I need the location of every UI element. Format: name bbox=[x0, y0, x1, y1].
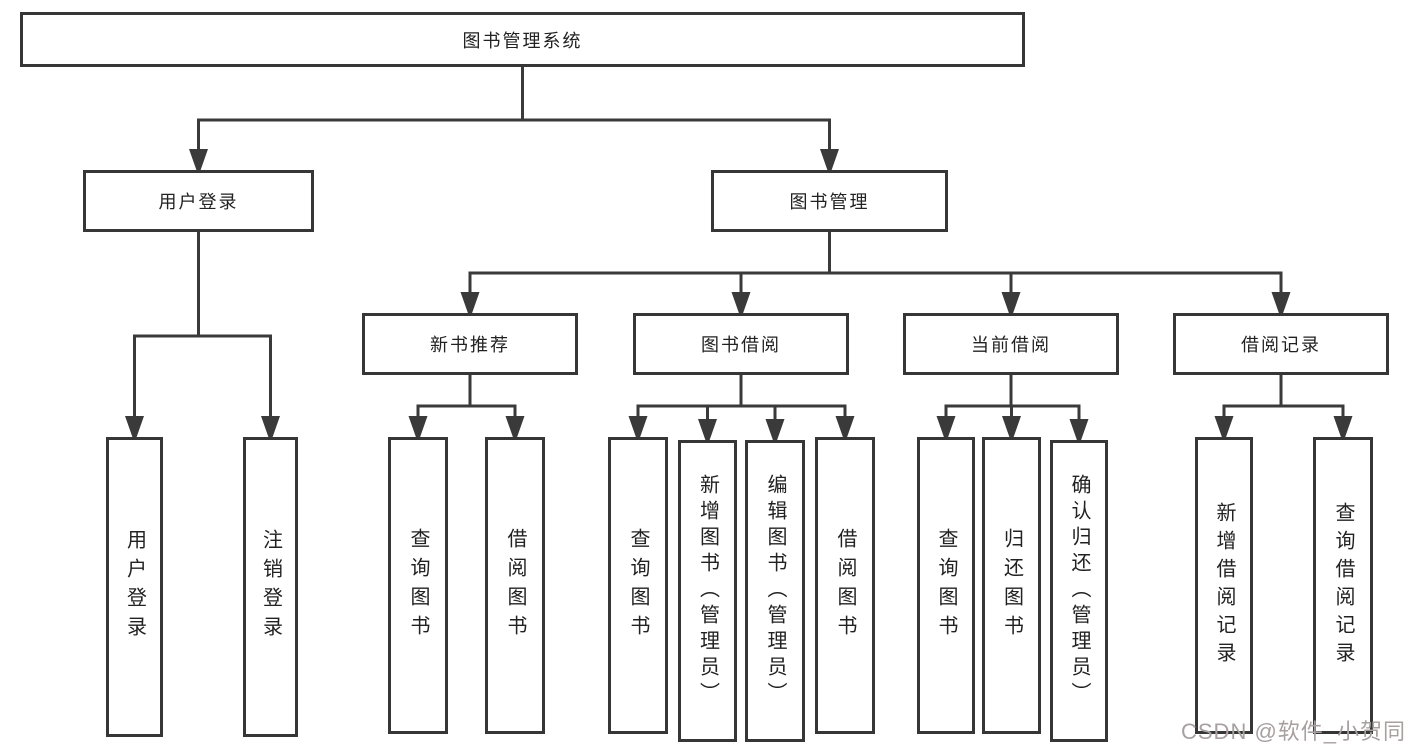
node-book-management: 图书管理 bbox=[711, 170, 948, 232]
leaf-current-query-book: 查询图书 bbox=[917, 437, 975, 734]
leaf-logout: 注销登录 bbox=[243, 437, 298, 737]
node-root-library-system: 图书管理系统 bbox=[20, 12, 1025, 67]
leaf-record-query-borrow-record: 查询借阅记录 bbox=[1313, 437, 1373, 734]
leaf-current-confirm-return-admin: 确认归还（管理员） bbox=[1050, 440, 1108, 742]
leaf-borrowing-edit-book-admin: 编辑图书（管理员） bbox=[745, 440, 805, 742]
leaf-current-return-book: 归还图书 bbox=[982, 437, 1041, 734]
leaf-record-add-borrow-record: 新增借阅记录 bbox=[1195, 437, 1253, 734]
connector-bookborrow-group bbox=[636, 375, 847, 442]
connector-borrowrecord-group bbox=[1222, 375, 1345, 439]
connector-userlogin-group bbox=[133, 232, 272, 439]
connector-currentborrow-group bbox=[944, 375, 1081, 442]
csdn-watermark: CSDN @软件_小贺同学 bbox=[1181, 719, 1405, 744]
leaf-newbook-borrow-book: 借阅图书 bbox=[485, 437, 545, 734]
node-borrowing-records: 借阅记录 bbox=[1173, 313, 1389, 375]
node-current-borrowing: 当前借阅 bbox=[903, 313, 1119, 375]
leaf-newbook-query-book: 查询图书 bbox=[388, 437, 448, 734]
leaf-user-login: 用户登录 bbox=[106, 437, 163, 737]
connector-bookmgmt-to-level3 bbox=[468, 232, 1283, 315]
leaf-borrowing-borrow-book: 借阅图书 bbox=[815, 437, 875, 734]
leaf-borrowing-query-book: 查询图书 bbox=[608, 437, 668, 734]
node-new-book-recommend: 新书推荐 bbox=[362, 313, 578, 375]
connector-newbook-group bbox=[416, 375, 517, 439]
node-book-borrowing: 图书借阅 bbox=[633, 313, 849, 375]
connector-root-to-level2 bbox=[197, 67, 831, 172]
leaf-borrowing-add-book-admin: 新增图书（管理员） bbox=[678, 440, 737, 742]
node-user-login: 用户登录 bbox=[83, 170, 314, 232]
